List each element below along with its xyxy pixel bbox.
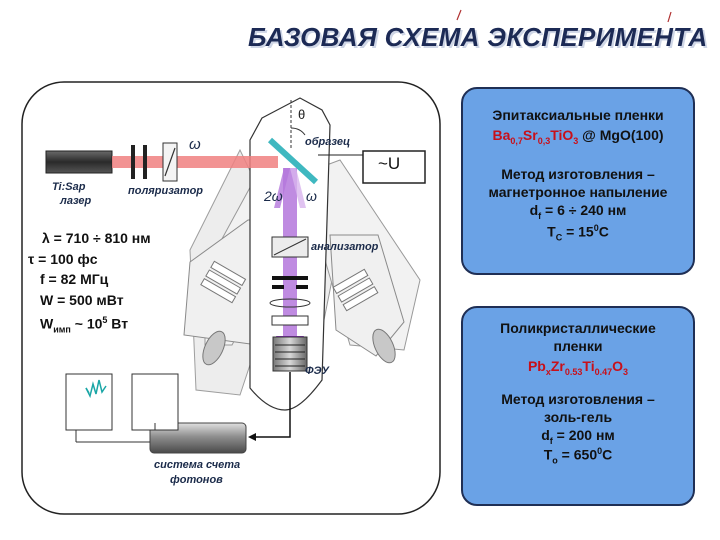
- laser-head: [45, 150, 113, 174]
- beam-2w-reflected: [274, 168, 290, 208]
- counter-label-2: фотонов: [170, 474, 223, 486]
- laser-label: Ti:Sap: [52, 181, 86, 193]
- right-detector-filters: [332, 268, 379, 312]
- card-top-method: Метод изготовления –: [501, 165, 655, 182]
- omega-reflected-label: ω: [306, 188, 317, 204]
- left-detector-filters: [200, 260, 247, 304]
- card-bottom-thickness: df = 200 нм: [541, 426, 615, 446]
- card-bottom-formula: PbxZr0.53Ti0.47O3: [527, 358, 629, 377]
- title-tick-mark: [456, 9, 462, 21]
- page-title: БАЗОВАЯ СХЕМА ЭКСПЕРИМЕНТА: [248, 22, 708, 52]
- param-pulse-duration: τ = 100 фс: [28, 250, 98, 267]
- card-top-temperature: TC = 150C: [547, 222, 609, 243]
- card-top-heading: Эпитаксиальные пленки: [492, 107, 664, 123]
- card-bottom-heading: Поликристаллические: [500, 320, 656, 336]
- sample-label: образец: [305, 136, 351, 148]
- param-frequency: f = 82 МГц: [40, 271, 109, 287]
- filter-bar: [272, 276, 308, 280]
- card-polycrystalline-films: Поликристаллические пленки PbxZr0.53Ti0.…: [461, 306, 695, 506]
- card-epitaxial-films: Эпитаксиальные пленки Ba0,7Sr0,3TiO3 @ M…: [461, 87, 695, 275]
- left-pmt: [202, 330, 226, 366]
- pmt-dynodes: [275, 344, 305, 367]
- laser-parameters: λ = 710 ÷ 810 нм τ = 100 фс f = 82 МГц W…: [28, 228, 151, 340]
- card-top-formula: Ba0,7Sr0,3TiO3 @ MgO(100): [492, 127, 664, 146]
- signal-trace: [85, 379, 107, 399]
- aperture-right: [296, 285, 308, 289]
- polarizer-label: поляризатор: [128, 185, 204, 197]
- monitor-signal: [65, 373, 113, 431]
- title-tick-mark: [667, 11, 672, 23]
- card-top-thickness: df = 6 ÷ 240 нм: [529, 201, 627, 221]
- param-pulse-power: Wимп ~ 105 Вт: [40, 315, 129, 335]
- signal-cable: [256, 372, 291, 438]
- counter-label: система счета: [154, 459, 241, 471]
- pmt-tube: [272, 336, 308, 372]
- param-power: W = 500 мВт: [40, 291, 124, 308]
- beam-w-reflected: [290, 168, 306, 208]
- omega-label: ω: [189, 136, 201, 153]
- monitor-blank: [131, 373, 179, 431]
- lens: [269, 298, 311, 308]
- two-omega-label: 2ω: [264, 188, 283, 204]
- fundamental-beam: [112, 156, 278, 168]
- sample-plate: [267, 137, 319, 185]
- laser-label-2: лазер: [60, 195, 92, 207]
- theta-arc: [290, 127, 306, 136]
- param-wavelength: λ = 710 ÷ 810 нм: [42, 230, 151, 246]
- right-pmt: [372, 328, 396, 364]
- theta-label: θ: [298, 107, 306, 122]
- card-bottom-heading-2: пленки: [553, 338, 603, 354]
- voltage-source: [362, 150, 426, 184]
- cable-arrowhead: [248, 433, 256, 441]
- polarizer-plate: [143, 145, 147, 179]
- card-top-method-2: магнетронное напыление: [488, 183, 668, 200]
- pmt-label: ФЭУ: [305, 365, 329, 377]
- card-bottom-method-2: золь-гель: [543, 408, 613, 425]
- aperture-left: [272, 285, 284, 289]
- polarizer-plate: [131, 145, 135, 179]
- card-bottom-temperature: To = 6500C: [543, 445, 613, 466]
- filter-plate: [271, 315, 309, 326]
- card-bottom-method: Метод изготовления –: [501, 390, 655, 407]
- analyzer-label: анализатор: [311, 241, 379, 253]
- voltage-label: ~U: [378, 154, 401, 173]
